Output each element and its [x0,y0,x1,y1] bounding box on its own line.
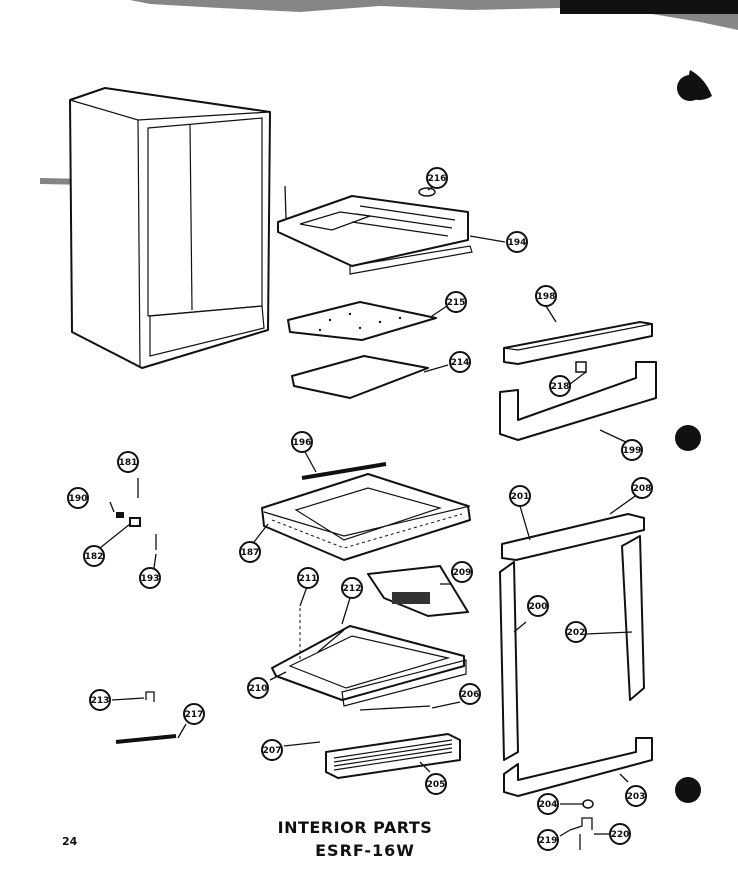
callout-206: 206 [459,683,481,705]
callout-194: 194 [506,231,528,253]
callout-214: 214 [449,351,471,373]
svg-text:212: 212 [343,584,362,594]
callout-213: 213 [89,689,111,711]
svg-text:202: 202 [567,628,586,638]
svg-text:196: 196 [293,438,312,448]
insulation-pad [287,301,437,341]
svg-text:209: 209 [453,568,472,578]
callout-210: 210 [247,677,269,699]
svg-text:194: 194 [508,238,527,248]
front-grille [325,705,461,779]
svg-text:204: 204 [539,800,558,810]
svg-text:190: 190 [69,494,88,504]
door-side-right [621,535,645,701]
glass-panel [291,355,429,399]
callout-204: 204 [537,793,559,815]
callout-211: 211 [297,567,319,589]
callout-187: 187 [239,541,261,563]
model-number: ESRF-16W [315,841,415,860]
svg-text:217: 217 [185,710,204,720]
door-side-left [499,561,519,761]
top-shelf-panel [277,185,473,275]
callout-199: 199 [621,439,643,461]
callout-217: 217 [183,703,205,725]
crisper-pan-frame [499,361,657,441]
binder-hole [677,75,703,101]
callout-215: 215 [445,291,467,313]
binder-hole [675,777,701,803]
callout-196: 196 [291,431,313,453]
callout-181: 181 [117,451,139,473]
callout-218: 218 [549,375,571,397]
svg-text:210: 210 [249,684,268,694]
callout-182: 182 [83,545,105,567]
callout-208: 208 [631,477,653,499]
svg-text:218: 218 [551,382,570,392]
binder-hole [675,425,701,451]
svg-text:213: 213 [91,696,110,706]
svg-text:193: 193 [141,574,160,584]
callout-216: 216 [426,167,448,189]
callout-212: 212 [341,577,363,599]
svg-text:216: 216 [428,174,447,184]
callout-193: 193 [139,567,161,589]
hinge-hardware [116,478,157,550]
svg-text:214: 214 [451,358,470,368]
svg-text:181: 181 [119,458,138,468]
svg-text:208: 208 [633,484,652,494]
drip-tray [271,608,467,707]
callout-219: 219 [537,829,559,851]
callout-209: 209 [451,561,473,583]
callout-202: 202 [565,621,587,643]
svg-text:220: 220 [611,830,630,840]
callout-207: 207 [261,739,283,761]
svg-text:201: 201 [511,492,530,502]
svg-text:198: 198 [537,292,556,302]
svg-text:215: 215 [447,298,466,308]
svg-text:219: 219 [539,836,558,846]
callout-190: 190 [67,487,89,509]
callout-220: 220 [609,823,631,845]
callout-205: 205 [425,773,447,795]
shelf-frame [261,473,471,561]
cabinet-liner [69,87,271,369]
evaporator-cover [367,565,469,617]
callout-201: 201 [509,485,531,507]
svg-text:211: 211 [299,574,318,584]
callout-200: 200 [527,595,549,617]
svg-text:207: 207 [263,746,282,756]
callout-198: 198 [535,285,557,307]
bottom-hardware [569,799,594,850]
clip-part [145,691,155,702]
svg-text:200: 200 [529,602,548,612]
svg-text:205: 205 [427,780,446,790]
door-liner-top [501,513,645,561]
callouts: 216 194 215 214 198 218 199 196 181 190 … [67,167,653,851]
crisper-front-trim [503,321,653,365]
svg-text:182: 182 [85,552,104,562]
svg-text:199: 199 [623,446,642,456]
callout-203: 203 [625,785,647,807]
svg-text:206: 206 [461,690,480,700]
svg-text:203: 203 [627,792,646,802]
seal-strip [301,462,387,480]
tube-part [115,734,177,744]
door-liner-bottom [503,737,653,797]
diagram-title: INTERIOR PARTS [277,818,433,837]
svg-text:187: 187 [241,548,260,558]
page-number: 24 [62,835,78,848]
